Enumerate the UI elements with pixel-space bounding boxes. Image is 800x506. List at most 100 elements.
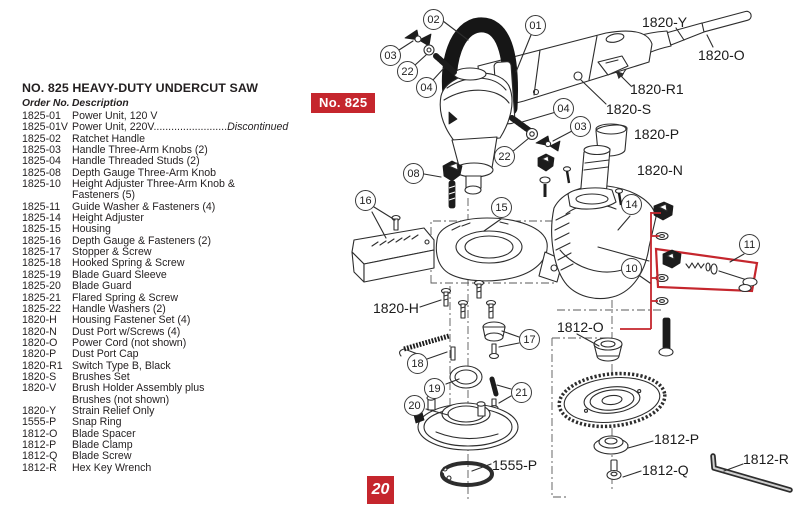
parts-rows: 1825-01 Power Unit, 120 V 1825-01V Power… — [22, 110, 317, 474]
parts-list-row: 1825-08 Depth Gauge Three-Arm Knob — [22, 166, 317, 179]
parts-list-row: 1825-01 Power Unit, 120 V — [22, 110, 317, 122]
label-1820-s: 1820-S — [606, 101, 652, 117]
part-description: Ratchet Handle — [72, 132, 146, 145]
callout-19: 19 — [424, 378, 445, 399]
callout-11: 11 — [739, 234, 760, 255]
part-description: Hooked Spring & Screw — [72, 257, 185, 270]
housing-drawing — [435, 217, 564, 283]
part-description: Stopper & Screw — [72, 246, 152, 259]
depth-gauge-drawing — [351, 214, 435, 283]
callout-21: 21 — [511, 382, 532, 403]
parts-list-row: 1812-O Blade Spacer — [22, 427, 317, 440]
part-description: Handle Washers (2) — [72, 302, 166, 315]
label-1820-o: 1820-O — [698, 47, 745, 63]
part-order-no: 1812-Q — [22, 450, 58, 463]
label-1555-p: 1555-P — [492, 457, 538, 473]
label-1812-r: 1812-R — [743, 451, 789, 467]
label-1820-y: 1820-Y — [642, 14, 688, 30]
callout-03-upper: 03 — [380, 45, 401, 66]
parts-list-row: 1820-H Housing Fastener Set (4) — [22, 314, 317, 326]
callout-18: 18 — [407, 353, 428, 374]
part-order-no: 1825-18 — [22, 257, 61, 270]
parts-list-row: 1825-15 Housing — [22, 223, 317, 236]
gear-head-drawing — [439, 67, 513, 195]
part-order-no: 1825-17 — [22, 246, 61, 259]
part-order-no: 1825-04 — [22, 155, 61, 168]
housing-bolts-drawing — [440, 279, 497, 319]
model-number-badge: No. 825 — [311, 93, 376, 113]
part-description: Power Cord (not shown) — [72, 336, 187, 349]
part-order-no: 1825-11 — [22, 200, 61, 213]
guide-bolt-drawing — [658, 317, 674, 357]
part-description: Strain Relief Only — [72, 404, 155, 417]
part-order-no: 1825-19 — [22, 268, 61, 281]
parts-list-row: 1825-18 Hooked Spring & Screw — [22, 257, 317, 270]
handle-knob-parts-upper — [404, 29, 457, 75]
part-description: Height Adjuster — [72, 212, 144, 225]
blade-guard-drawing — [413, 395, 519, 451]
depth-knob-drawing — [442, 160, 463, 209]
part-description: Dust Port Cap — [72, 348, 139, 361]
parts-list-row: 1820-S Brushes Set — [22, 370, 317, 383]
part-order-no: 1812-O — [22, 427, 58, 440]
label-1820-h: 1820-H — [373, 300, 419, 316]
parts-list-row: 1820-Y Strain Relief Only — [22, 404, 317, 417]
blade-clamp-drawing — [593, 435, 629, 455]
part-description: Height Adjuster Three-Arm Knob &Fastener… — [72, 178, 235, 202]
part-order-no: 1820-R1 — [22, 359, 63, 372]
callout-22-lower: 22 — [494, 146, 515, 167]
parts-list: NO. 825 HEAVY-DUTY UNDERCUT SAW Order No… — [22, 81, 317, 474]
callout-01: 01 — [525, 15, 546, 36]
part-description: Guide Washer & Fasteners (4) — [72, 200, 216, 213]
part-order-no: 1825-03 — [22, 144, 61, 157]
callout-16: 16 — [355, 190, 376, 211]
red-bracket — [620, 212, 661, 330]
part-description: Power Unit, 220V........................… — [72, 121, 289, 134]
parts-list-row: 1820-O Power Cord (not shown) — [22, 336, 317, 349]
part-description: Power Unit, 120 V — [72, 110, 158, 122]
label-1820-p: 1820-P — [634, 126, 680, 142]
parts-list-row: 1825-04 Handle Threaded Studs (2) — [22, 155, 317, 168]
callout-03-lower: 03 — [570, 116, 591, 137]
label-1820-r1: 1820-R1 — [630, 81, 684, 97]
part-description: Flared Spring & Screw — [72, 291, 178, 304]
part-order-no: 1825-01V — [22, 121, 68, 134]
part-description: Depth Gauge Three-Arm Knob — [72, 166, 217, 179]
part-description: Blade Screw — [72, 450, 132, 463]
callout-15: 15 — [491, 197, 512, 218]
blade-spacer-drawing — [593, 337, 623, 362]
parts-list-row: 1825-02 Ratchet Handle — [22, 132, 317, 145]
parts-list-header: Order No. Description — [22, 98, 317, 109]
part-description: Switch Type B, Black — [72, 359, 171, 372]
part-description: Blade Clamp — [72, 438, 133, 451]
red-callout-box — [654, 247, 759, 293]
part-description: Housing — [72, 223, 111, 236]
part-description: Handle Threaded Studs (2) — [72, 155, 200, 168]
parts-list-row: 1555-P Snap Ring — [22, 416, 317, 428]
part-description: Depth Gauge & Fasteners (2) — [72, 234, 211, 247]
dust-port-drawing — [562, 144, 624, 210]
pivot-bracket-parts — [653, 201, 674, 306]
callout-08: 08 — [403, 163, 424, 184]
label-1812-p: 1812-P — [654, 431, 700, 447]
column-description: Description — [72, 98, 129, 109]
label-1812-o: 1812-O — [557, 319, 604, 335]
saw-blade-drawing — [557, 371, 667, 429]
callout-17: 17 — [519, 329, 540, 350]
part-order-no: 1825-21 — [22, 291, 61, 304]
parts-list-row: 1825-14 Height Adjuster — [22, 212, 317, 225]
blade-screw-drawing — [606, 459, 622, 481]
parts-list-row: 1825-17 Stopper & Screw — [22, 246, 317, 259]
parts-list-row: 1825-16 Depth Gauge & Fasteners (2) — [22, 234, 317, 247]
part-order-no: 1812-P — [22, 438, 57, 451]
parts-list-row: 1825-10 Height Adjuster Three-Arm Knob &… — [22, 178, 317, 202]
part-description: Blade Guard — [72, 280, 132, 293]
part-order-no: 1820-V — [22, 382, 57, 395]
parts-list-row: 1825-21 Flared Spring & Screw — [22, 291, 317, 304]
part-order-no: 1825-20 — [22, 280, 61, 293]
parts-list-row: 1825-01V Power Unit, 220V...............… — [22, 121, 317, 134]
part-order-no: 1820-S — [22, 370, 57, 383]
flared-pin-drawing — [489, 376, 499, 411]
part-description: Blade Guard Sleeve — [72, 268, 167, 281]
part-description: Brushes Set — [72, 370, 130, 383]
